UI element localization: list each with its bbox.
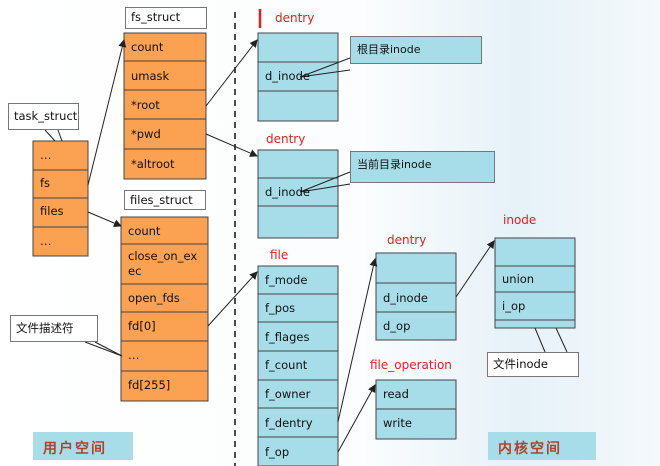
task-to-fs-arrow (87, 39, 127, 186)
task-struct-block (32, 140, 89, 257)
task-field-0: … (40, 148, 52, 162)
root-to-dentry-arrow (205, 39, 258, 107)
inode-title: inode (503, 213, 537, 227)
files-field-fd255: fd[255] (128, 378, 171, 392)
fd-callout-pointer-a (84, 341, 123, 357)
files-field-open-fds: open_fds (128, 291, 180, 305)
inode-callout-pointer-b (555, 327, 568, 353)
inode-block (494, 237, 576, 329)
file-operation-write: write (383, 416, 412, 430)
fs-field-umask: umask (131, 69, 170, 83)
fs-field-count: count (131, 40, 164, 54)
inode-callout-pointer-a (534, 327, 546, 353)
fd-callout-pointer-b (94, 341, 123, 357)
file-field-f-pos: f_pos (265, 301, 296, 315)
task-title-pointer-a (44, 129, 56, 142)
fs-struct-title: fs_struct (125, 7, 207, 29)
dentry-file-block (375, 252, 457, 341)
file-field-f-op: f_op (265, 445, 290, 459)
file-field-f-dentry: f_dentry (265, 416, 313, 430)
dinode-to-inode-arrow (455, 240, 495, 298)
pwd-callout-pointer-b (299, 183, 351, 193)
task-to-files-arrow (87, 211, 122, 227)
file-inode-callout: 文件inode (487, 352, 579, 377)
root-callout-pointer-b (299, 69, 351, 78)
dentry-file-d-inode: d_inode (383, 291, 428, 305)
file-field-f-flages: f_flages (265, 330, 310, 344)
file-block (257, 265, 339, 466)
files-field-ellipsis: … (128, 348, 140, 362)
files-field-fd0: fd[0] (128, 319, 156, 333)
files-field-close-on-exec: close_on_ex ec (128, 249, 198, 278)
fs-field-altroot: *altroot (131, 157, 175, 171)
fs-field-root: *root (131, 98, 160, 112)
fs-field-pwd: *pwd (131, 127, 161, 141)
dentry-root-title: dentry (275, 11, 315, 25)
file-descriptor-callout: 文件描述符 (10, 315, 98, 342)
dentry-file-d-op: d_op (383, 319, 411, 333)
dentry-file-title: dentry (387, 233, 427, 247)
connectors (44, 39, 568, 453)
file-field-f-owner: f_owner (265, 387, 311, 401)
file-operation-read: read (383, 387, 409, 401)
files-struct-title: files_struct (124, 190, 206, 210)
file-title: file (270, 248, 289, 262)
fop-to-fileop-arrow (337, 384, 376, 453)
fdentry-to-dentry-arrow (337, 258, 378, 423)
pwd-inode-callout: 当前目录inode (350, 151, 495, 183)
file-field-f-count: f_count (265, 358, 308, 372)
task-title-pointer-b (57, 129, 63, 142)
task-field-files: files (40, 204, 64, 218)
files-field-count: count (128, 224, 161, 238)
inode-field-i-op: i_op (502, 299, 526, 313)
dentry-pwd-block (257, 149, 339, 239)
task-field-3: … (40, 234, 52, 248)
pwd-to-dentry-arrow (205, 133, 258, 157)
files-struct-block (120, 216, 209, 402)
fd0-to-file-arrow (207, 271, 258, 327)
dentry-pwd-d-inode: d_inode (265, 185, 310, 199)
root-callout-pointer-a (299, 57, 351, 78)
file-operation-title: file_operation (370, 358, 452, 372)
user-space-label: 用户空间 (33, 432, 133, 460)
root-inode-callout: 根目录inode (350, 36, 482, 64)
dentry-root-d-inode: d_inode (265, 69, 310, 83)
pwd-callout-pointer-a (299, 171, 351, 193)
dentry-root-block (257, 32, 339, 122)
task-struct-title: task_struct (8, 103, 79, 130)
task-field-fs: fs (40, 176, 51, 190)
file-field-f-mode: f_mode (265, 273, 308, 287)
fs-struct-block (123, 32, 207, 180)
dentry-pwd-title: dentry (266, 132, 306, 146)
kernel-space-label: 内核空间 (488, 432, 596, 460)
file-operation-block (375, 379, 457, 440)
inode-field-union: union (502, 272, 535, 286)
